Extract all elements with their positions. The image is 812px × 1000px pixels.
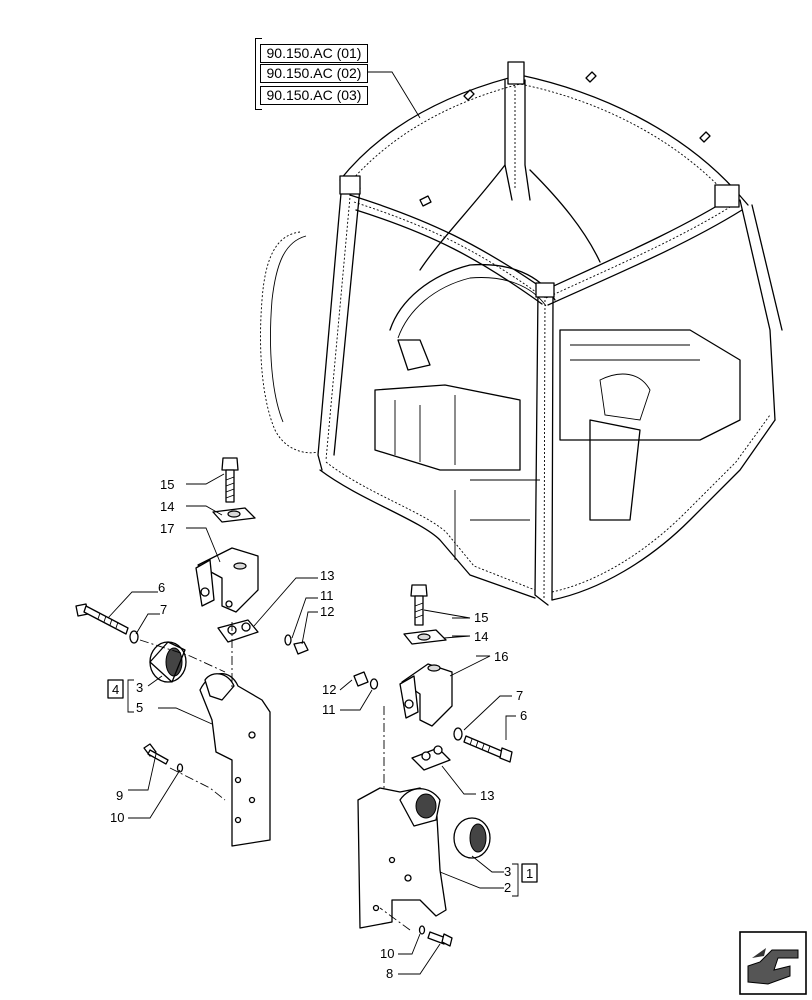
left-mount-assembly xyxy=(75,457,309,847)
callout-left-10[interactable]: 10 xyxy=(110,810,124,825)
reference-box-02[interactable]: 90.150.AC (02) xyxy=(260,64,368,83)
callout-left-17[interactable]: 17 xyxy=(160,521,174,536)
callout-right-1[interactable]: 1 xyxy=(526,866,533,881)
callout-right-15[interactable]: 15 xyxy=(474,610,488,625)
callout-right-12[interactable]: 12 xyxy=(322,682,336,697)
cab-frame xyxy=(260,61,783,606)
callout-right-10[interactable]: 10 xyxy=(380,946,394,961)
callout-left-14[interactable]: 14 xyxy=(160,499,174,514)
callout-labels: 15 14 17 6 7 13 11 12 4 3 5 9 10 15 14 1… xyxy=(110,477,533,981)
callout-left-5[interactable]: 5 xyxy=(136,700,143,715)
group-bracket-left xyxy=(127,679,134,713)
callout-left-12[interactable]: 12 xyxy=(320,604,334,619)
group-box-1 xyxy=(521,863,538,883)
callout-right-8[interactable]: 8 xyxy=(386,966,393,981)
arrow-navigation-icon[interactable] xyxy=(739,931,807,995)
group-box-4 xyxy=(107,679,124,699)
reference-leader xyxy=(368,71,421,119)
callout-left-3[interactable]: 3 xyxy=(136,680,143,695)
callout-right-6[interactable]: 6 xyxy=(520,708,527,723)
callout-left-13[interactable]: 13 xyxy=(320,568,334,583)
callout-left-4[interactable]: 4 xyxy=(112,682,119,697)
reference-box-01[interactable]: 90.150.AC (01) xyxy=(260,44,368,63)
callout-left-11[interactable]: 11 xyxy=(320,588,334,603)
reference-box-03[interactable]: 90.150.AC (03) xyxy=(260,86,368,105)
callout-right-16[interactable]: 16 xyxy=(494,649,508,664)
callout-right-2[interactable]: 2 xyxy=(504,880,511,895)
callout-right-11[interactable]: 11 xyxy=(322,702,336,717)
callout-left-15[interactable]: 15 xyxy=(160,477,174,492)
leader-lines xyxy=(107,473,516,975)
group-bracket-right xyxy=(512,863,519,897)
callout-left-9[interactable]: 9 xyxy=(116,788,123,803)
reference-bracket xyxy=(255,38,262,110)
callout-left-7[interactable]: 7 xyxy=(160,602,167,617)
callout-right-7[interactable]: 7 xyxy=(516,688,523,703)
callout-right-14[interactable]: 14 xyxy=(474,629,488,644)
callout-left-6[interactable]: 6 xyxy=(158,580,165,595)
right-mount-assembly xyxy=(353,584,513,947)
callout-right-3[interactable]: 3 xyxy=(504,864,511,879)
callout-right-13[interactable]: 13 xyxy=(480,788,494,803)
